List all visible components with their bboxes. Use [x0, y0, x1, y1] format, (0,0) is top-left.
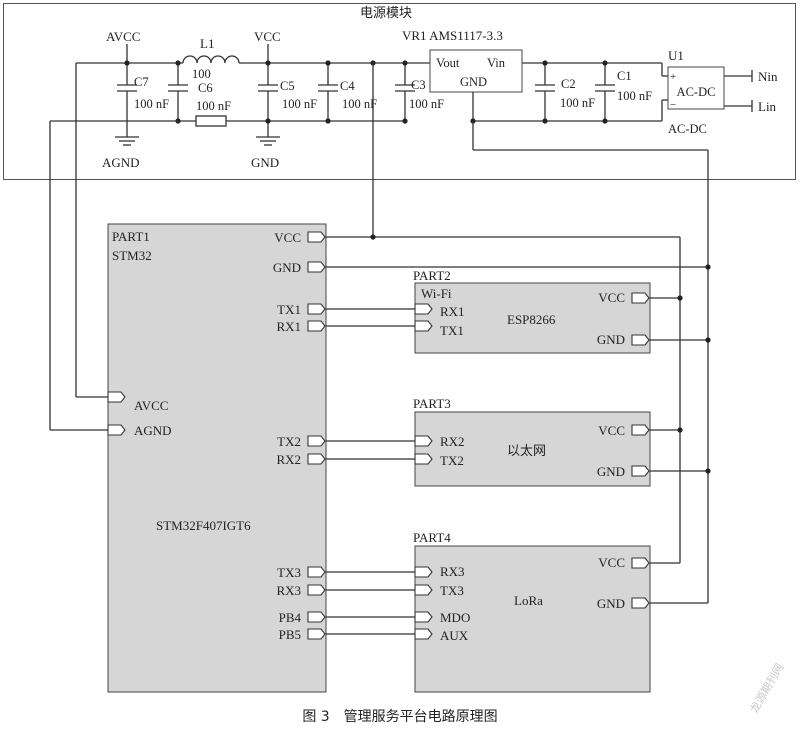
part4-pin-rx3: RX3 [440, 564, 465, 579]
part4-pin-tx3: TX3 [440, 583, 464, 598]
part2-pin-rx1: RX1 [440, 304, 465, 319]
gnd-symbol [256, 136, 280, 146]
c2-value: 100 nF [560, 96, 595, 110]
part1-subtitle: STM32 [112, 248, 152, 263]
part3-pin-tx2: TX2 [440, 453, 464, 468]
u1-plus: + [670, 71, 676, 83]
part1-pin-agnd: AGND [134, 423, 172, 438]
c6-value: 100 nF [196, 99, 231, 113]
u1-name: AC-DC [677, 85, 716, 99]
vcc-label: VCC [254, 29, 281, 44]
part4-pin-gnd: GND [597, 596, 625, 611]
part1-pin-pb5: PB5 [279, 627, 301, 642]
part1-title: PART1 [112, 229, 150, 244]
part2-pin-vcc: VCC [598, 290, 625, 305]
capacitor-c5 [258, 63, 278, 121]
part1-pin-vcc: VCC [274, 230, 301, 245]
part1-pin-rx2: RX2 [276, 452, 301, 467]
capacitor-c7 [117, 63, 137, 121]
part1-pin-pb4: PB4 [279, 610, 302, 625]
part4-pin-vcc: VCC [598, 555, 625, 570]
l1-value: 100 [192, 67, 211, 81]
c7-label: C7 [134, 75, 149, 89]
part1-pin-avcc: AVCC [134, 398, 168, 413]
part3-name: 以太网 [507, 444, 546, 459]
vr1-regulator [429, 49, 523, 93]
c7-value: 100 nF [134, 97, 169, 111]
lin-label: Lin [758, 99, 777, 114]
capacitor-c6 [168, 63, 188, 121]
capacitor-c4 [318, 63, 338, 121]
part4-name: LoRa [514, 593, 543, 608]
part1-pin-gnd: GND [273, 260, 301, 275]
avcc-label: AVCC [106, 29, 140, 44]
part1-pin-tx3: TX3 [277, 565, 301, 580]
part2-title: PART2 [413, 268, 451, 283]
c6-label: C6 [198, 81, 213, 95]
part2-name: ESP8266 [507, 312, 556, 327]
part2-pin-gnd: GND [597, 332, 625, 347]
part4-pin-mdo: MDO [440, 610, 470, 625]
power-wires [76, 44, 753, 137]
part1-pin-tx2: TX2 [277, 434, 301, 449]
power-module-frame [3, 3, 796, 180]
part4-pin-aux: AUX [440, 628, 469, 643]
c5-value: 100 nF [282, 97, 317, 111]
agnd-symbol [115, 136, 139, 146]
c2-label: C2 [561, 77, 576, 91]
u1-label: U1 [668, 48, 684, 63]
bus-wires [49, 63, 709, 635]
vr1-label: VR1 AMS1117-3.3 [402, 28, 503, 43]
c4-label: C4 [340, 79, 355, 93]
c1-label: C1 [617, 69, 632, 83]
part3-pin-vcc: VCC [598, 423, 625, 438]
part3-pin-rx2: RX2 [440, 434, 465, 449]
part2-pin-tx1: TX1 [440, 323, 464, 338]
part1-pin-rx3: RX3 [276, 583, 301, 598]
power-module-title: 电源模块 [360, 6, 412, 21]
nin-label: Nin [758, 69, 778, 84]
vr1-vin-label: Vin [487, 56, 506, 70]
part3-pin-gnd: GND [597, 464, 625, 479]
c3-label: C3 [411, 78, 426, 92]
capacitor-c2 [535, 63, 555, 121]
capacitor-c1 [595, 63, 615, 121]
capacitor-c3 [395, 63, 415, 121]
part3-ethernet [414, 411, 651, 487]
c4-value: 100 nF [342, 97, 377, 111]
c3-value: 100 nF [409, 97, 444, 111]
vr1-vout-label: Vout [436, 56, 460, 70]
figure-caption: 图 3 管理服务平台电路原理图 [302, 709, 497, 725]
part2-esp8266 [414, 282, 651, 354]
capacitors [117, 63, 615, 121]
l1-label: L1 [200, 36, 214, 51]
watermark: 龙源期刊网 [747, 661, 787, 716]
gnd-label: GND [251, 155, 279, 170]
part1-stm32 [107, 223, 327, 693]
u1-minus: − [670, 99, 676, 111]
part1-pin-tx1: TX1 [277, 302, 301, 317]
part2-subtitle: Wi-Fi [421, 286, 452, 301]
vr1-gnd-label: GND [460, 75, 487, 89]
u1-caption: AC-DC [668, 122, 707, 136]
part4-title: PART4 [413, 530, 451, 545]
bus-junctions [370, 234, 711, 474]
u1-acdc [667, 66, 725, 110]
part1-chip: STM32F407IGT6 [156, 518, 251, 533]
power-junctions [124, 60, 608, 124]
part1-pin-rx1: RX1 [276, 319, 301, 334]
c1-value: 100 nF [617, 89, 652, 103]
part3-title: PART3 [413, 396, 451, 411]
agnd-label: AGND [102, 155, 140, 170]
c5-label: C5 [280, 79, 295, 93]
